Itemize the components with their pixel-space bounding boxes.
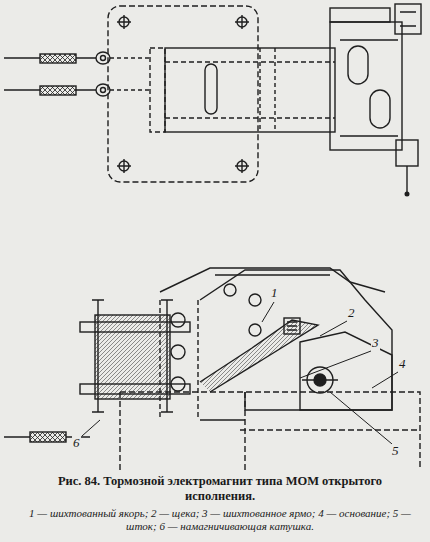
callout-number: 1 (270, 286, 279, 300)
side-view (4, 268, 420, 470)
callout-number: 3 (371, 336, 380, 350)
magnetizing-coil (95, 315, 170, 399)
parts-list: 1 — шихтованный якорь; 2 — щека; 3 — ших… (24, 507, 416, 533)
leader-lines (82, 302, 398, 444)
figure-caption: Рис. 84. Тормозной электромагнит типа МО… (28, 474, 412, 504)
callout-number: 2 (347, 306, 356, 320)
callout-number: 6 (72, 436, 81, 450)
callout-number: 4 (398, 357, 407, 371)
callout-number: 5 (391, 444, 400, 458)
cables (4, 52, 150, 96)
bolt-holes (117, 15, 249, 173)
top-view (4, 4, 421, 196)
